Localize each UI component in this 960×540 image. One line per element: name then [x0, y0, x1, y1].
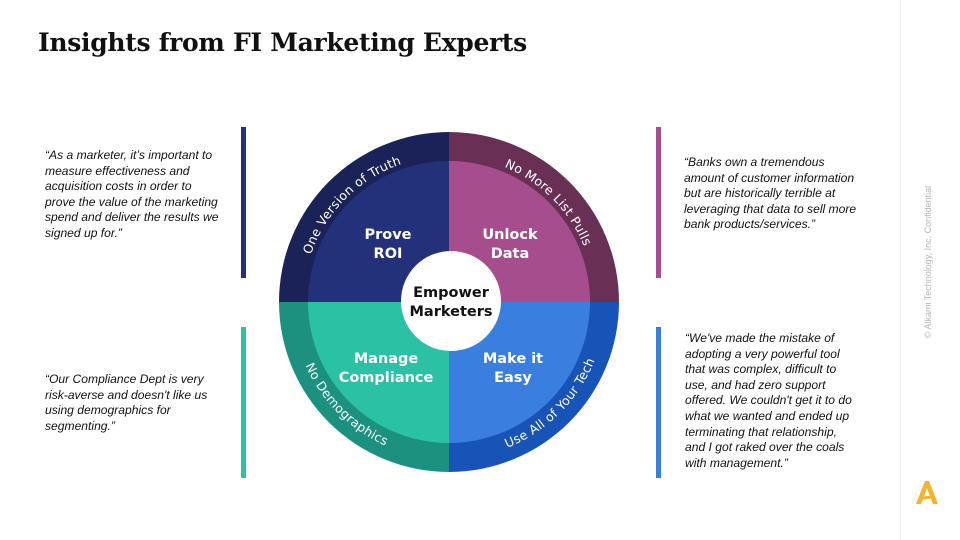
quote-line: leveraging that data to sell more [684, 201, 857, 216]
quote-line: segmenting.” [45, 418, 115, 433]
right-side-panel [900, 0, 960, 540]
inner-quadrant-bottom-left [308, 302, 449, 443]
quote-line: risk-averse and doesn't like us [45, 387, 208, 402]
quote-bottom-left: “Our Compliance Dept is very risk-averse… [45, 372, 240, 434]
quote-line: “As a marketer, it’s important to [45, 148, 213, 162]
make-it-easy-label-line1: Make it [483, 351, 543, 367]
quote-line: and I got raked over the coals [685, 440, 845, 455]
quote-line: terminating that relationship, [685, 424, 837, 439]
accent-bar-top-right [656, 127, 661, 278]
empower-marketers-diagram: Empower Marketers Prove ROI Unlock Data … [279, 132, 619, 472]
inner-quadrant-top-left [308, 161, 449, 302]
quote-line: spend and deliver the results we [45, 210, 219, 225]
quote-line: but are historically terrible at [684, 186, 836, 201]
quote-line: signed up for.” [45, 225, 122, 240]
accent-bar-top-left [241, 127, 246, 278]
quote-line: use, and had zero support [685, 377, 826, 392]
prove-roi-label-line2: ROI [374, 246, 403, 262]
quote-line: bank products/services.” [684, 217, 816, 232]
quote-line: “Our Compliance Dept is very [45, 372, 204, 386]
quote-line: that was complex, difficult to [685, 362, 837, 377]
accent-bar-bottom-left [241, 327, 246, 478]
center-label-line1: Empower [413, 285, 490, 301]
quote-line: measure effectiveness and [45, 163, 190, 178]
manage-compliance-label-line2: Compliance [339, 370, 434, 386]
alkami-logo-icon [916, 481, 938, 504]
quote-line: “We've made the mistake of [685, 331, 835, 345]
page-title: Insights from FI Marketing Experts [38, 28, 527, 57]
quote-line: acquisition costs in order to [45, 179, 192, 194]
confidential-notice: © Alkami Technology, Inc. Confidential [923, 185, 933, 339]
quote-top-right: “Banks own a tremendous amount of custom… [684, 155, 884, 233]
accent-bar-bottom-right [656, 327, 661, 478]
quote-line: with management.” [685, 455, 788, 470]
unlock-data-label-line1: Unlock [482, 227, 538, 243]
quote-line: “Banks own a tremendous [684, 155, 825, 169]
quote-line: using demographics for [45, 403, 171, 418]
quote-bottom-right: “We've made the mistake of adopting a ve… [685, 331, 895, 471]
quote-line: adopting a very powerful tool [685, 346, 840, 361]
make-it-easy-label-line2: Easy [494, 370, 532, 386]
quote-top-left: “As a marketer, it’s important to measur… [45, 148, 240, 242]
manage-compliance-label-line1: Manage [354, 351, 419, 367]
center-circle [401, 251, 501, 351]
quote-line: what we wanted and ended up [685, 408, 850, 423]
unlock-data-label-line2: Data [491, 246, 530, 262]
quote-line: amount of customer information [684, 170, 855, 185]
prove-roi-label-line1: Prove [364, 227, 411, 243]
quote-line: prove the value of the marketing [45, 194, 218, 209]
center-label-line2: Marketers [410, 304, 493, 320]
quote-line: offered. We couldn't get it to do [685, 393, 852, 408]
